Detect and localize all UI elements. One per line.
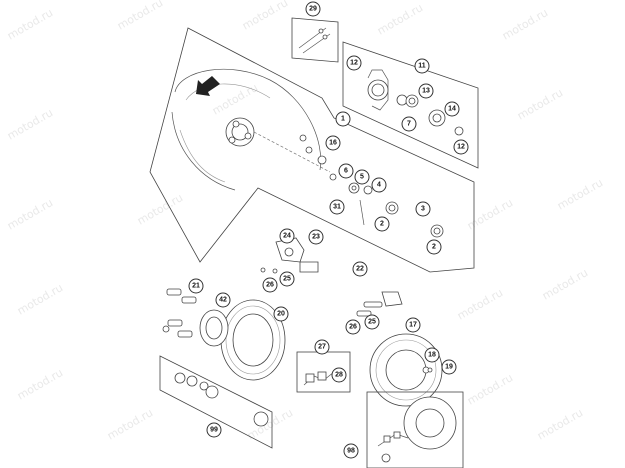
callout-42[interactable]: 42 xyxy=(215,292,231,308)
callout-label: 21 xyxy=(192,283,200,290)
callout-label: 27 xyxy=(318,344,326,351)
watermark-text: motod.ru xyxy=(515,86,565,122)
callout-label: 98 xyxy=(347,448,355,455)
hub-assembly-panel xyxy=(342,41,479,169)
callout-label: 26 xyxy=(349,324,357,331)
callout-label: 22 xyxy=(356,266,364,273)
callout-label: 26 xyxy=(266,282,274,289)
callout-16[interactable]: 16 xyxy=(325,135,341,151)
callout-label: 23 xyxy=(312,234,320,241)
watermark-text: motod.ru xyxy=(5,6,55,42)
callout-label: 19 xyxy=(445,364,453,371)
callout-label: 2 xyxy=(380,221,384,228)
watermark-text: motod.ru xyxy=(15,366,65,402)
watermark-text: motod.ru xyxy=(375,1,425,37)
callout-label: 12 xyxy=(457,144,465,151)
callout-label: 25 xyxy=(283,276,291,283)
watermark-text: motod.ru xyxy=(540,266,590,302)
callout-12[interactable]: 12 xyxy=(346,55,362,71)
callout-6[interactable]: 6 xyxy=(338,163,354,179)
watermark-text: motod.ru xyxy=(555,176,605,212)
callout-31[interactable]: 31 xyxy=(329,199,345,215)
brake-disc xyxy=(199,299,286,381)
wheel-assembly-panel xyxy=(149,27,475,273)
watermark-text: motod.ru xyxy=(465,371,515,407)
callout-24[interactable]: 24 xyxy=(279,228,295,244)
callout-3[interactable]: 3 xyxy=(415,201,431,217)
watermark-text: motod.ru xyxy=(245,406,295,442)
callout-label: 11 xyxy=(418,63,426,70)
callout-20[interactable]: 20 xyxy=(273,306,289,322)
callout-label: 18 xyxy=(428,352,436,359)
callout-label: 5 xyxy=(360,174,364,181)
callout-label: 16 xyxy=(329,140,337,147)
callout-11[interactable]: 11 xyxy=(414,58,430,74)
callout-label: 17 xyxy=(409,322,417,329)
callout-18[interactable]: 18 xyxy=(424,347,440,363)
watermark-text: motod.ru xyxy=(455,286,505,322)
watermark-layer: motod.ru motod.ru motod.ru motod.ru moto… xyxy=(5,0,605,443)
callout-25[interactable]: 25 xyxy=(364,314,380,330)
callout-label: 4 xyxy=(377,182,381,189)
watermark-text: motod.ru xyxy=(210,81,260,117)
callout-21[interactable]: 21 xyxy=(188,278,204,294)
callout-label: 12 xyxy=(350,60,358,67)
direction-arrow-icon xyxy=(196,76,220,96)
callout-99[interactable]: 99 xyxy=(206,422,222,438)
callout-7[interactable]: 7 xyxy=(401,116,417,132)
callout-12[interactable]: 12 xyxy=(453,139,469,155)
watermark-text: motod.ru xyxy=(115,0,165,33)
sprocket-chain-kit-panel xyxy=(366,391,464,468)
watermark-text: motod.ru xyxy=(15,281,65,317)
callout-label: 3 xyxy=(421,206,425,213)
callout-label: 2 xyxy=(432,244,436,251)
disc-bolts xyxy=(162,288,197,338)
callout-label: 99 xyxy=(210,427,218,434)
callout-label: 31 xyxy=(333,204,341,211)
callout-label: 13 xyxy=(422,88,430,95)
callout-14[interactable]: 14 xyxy=(444,101,460,117)
callout-98[interactable]: 98 xyxy=(343,443,359,459)
callout-26[interactable]: 26 xyxy=(262,277,278,293)
watermark-text: motod.ru xyxy=(105,406,155,442)
bolt-kit-panel xyxy=(291,17,339,63)
watermark-text: motod.ru xyxy=(465,196,515,232)
watermark-text: motod.ru xyxy=(5,106,55,142)
callout-label: 7 xyxy=(407,121,411,128)
callout-1[interactable]: 1 xyxy=(335,111,351,127)
callout-26[interactable]: 26 xyxy=(345,319,361,335)
callout-2[interactable]: 2 xyxy=(426,239,442,255)
callout-29[interactable]: 29 xyxy=(305,1,321,17)
callout-2[interactable]: 2 xyxy=(374,216,390,232)
callout-label: 6 xyxy=(344,168,348,175)
callout-27[interactable]: 27 xyxy=(314,339,330,355)
callout-label: 14 xyxy=(448,106,456,113)
watermark-text: motod.ru xyxy=(535,406,585,442)
callout-4[interactable]: 4 xyxy=(371,177,387,193)
callout-label: 1 xyxy=(341,116,345,123)
callout-22[interactable]: 22 xyxy=(352,261,368,277)
watermark-text: motod.ru xyxy=(500,6,550,42)
callout-label: 25 xyxy=(368,319,376,326)
callout-17[interactable]: 17 xyxy=(405,317,421,333)
callout-13[interactable]: 13 xyxy=(418,83,434,99)
watermark-text: motod.ru xyxy=(5,196,55,232)
callout-label: 42 xyxy=(219,297,227,304)
caliper-bracket-parts xyxy=(260,237,319,274)
callout-label: 20 xyxy=(277,311,285,318)
callout-label: 29 xyxy=(309,6,317,13)
callout-label: 28 xyxy=(335,372,343,379)
callout-19[interactable]: 19 xyxy=(441,359,457,375)
callout-5[interactable]: 5 xyxy=(354,169,370,185)
spacer-kit-panel xyxy=(159,355,273,449)
sprocket-nuts xyxy=(356,291,403,317)
watermark-text: motod.ru xyxy=(240,0,290,33)
callout-25[interactable]: 25 xyxy=(279,271,295,287)
callout-label: 24 xyxy=(283,233,291,240)
callout-28[interactable]: 28 xyxy=(331,367,347,383)
callout-23[interactable]: 23 xyxy=(308,229,324,245)
rear-sprocket xyxy=(369,333,443,407)
